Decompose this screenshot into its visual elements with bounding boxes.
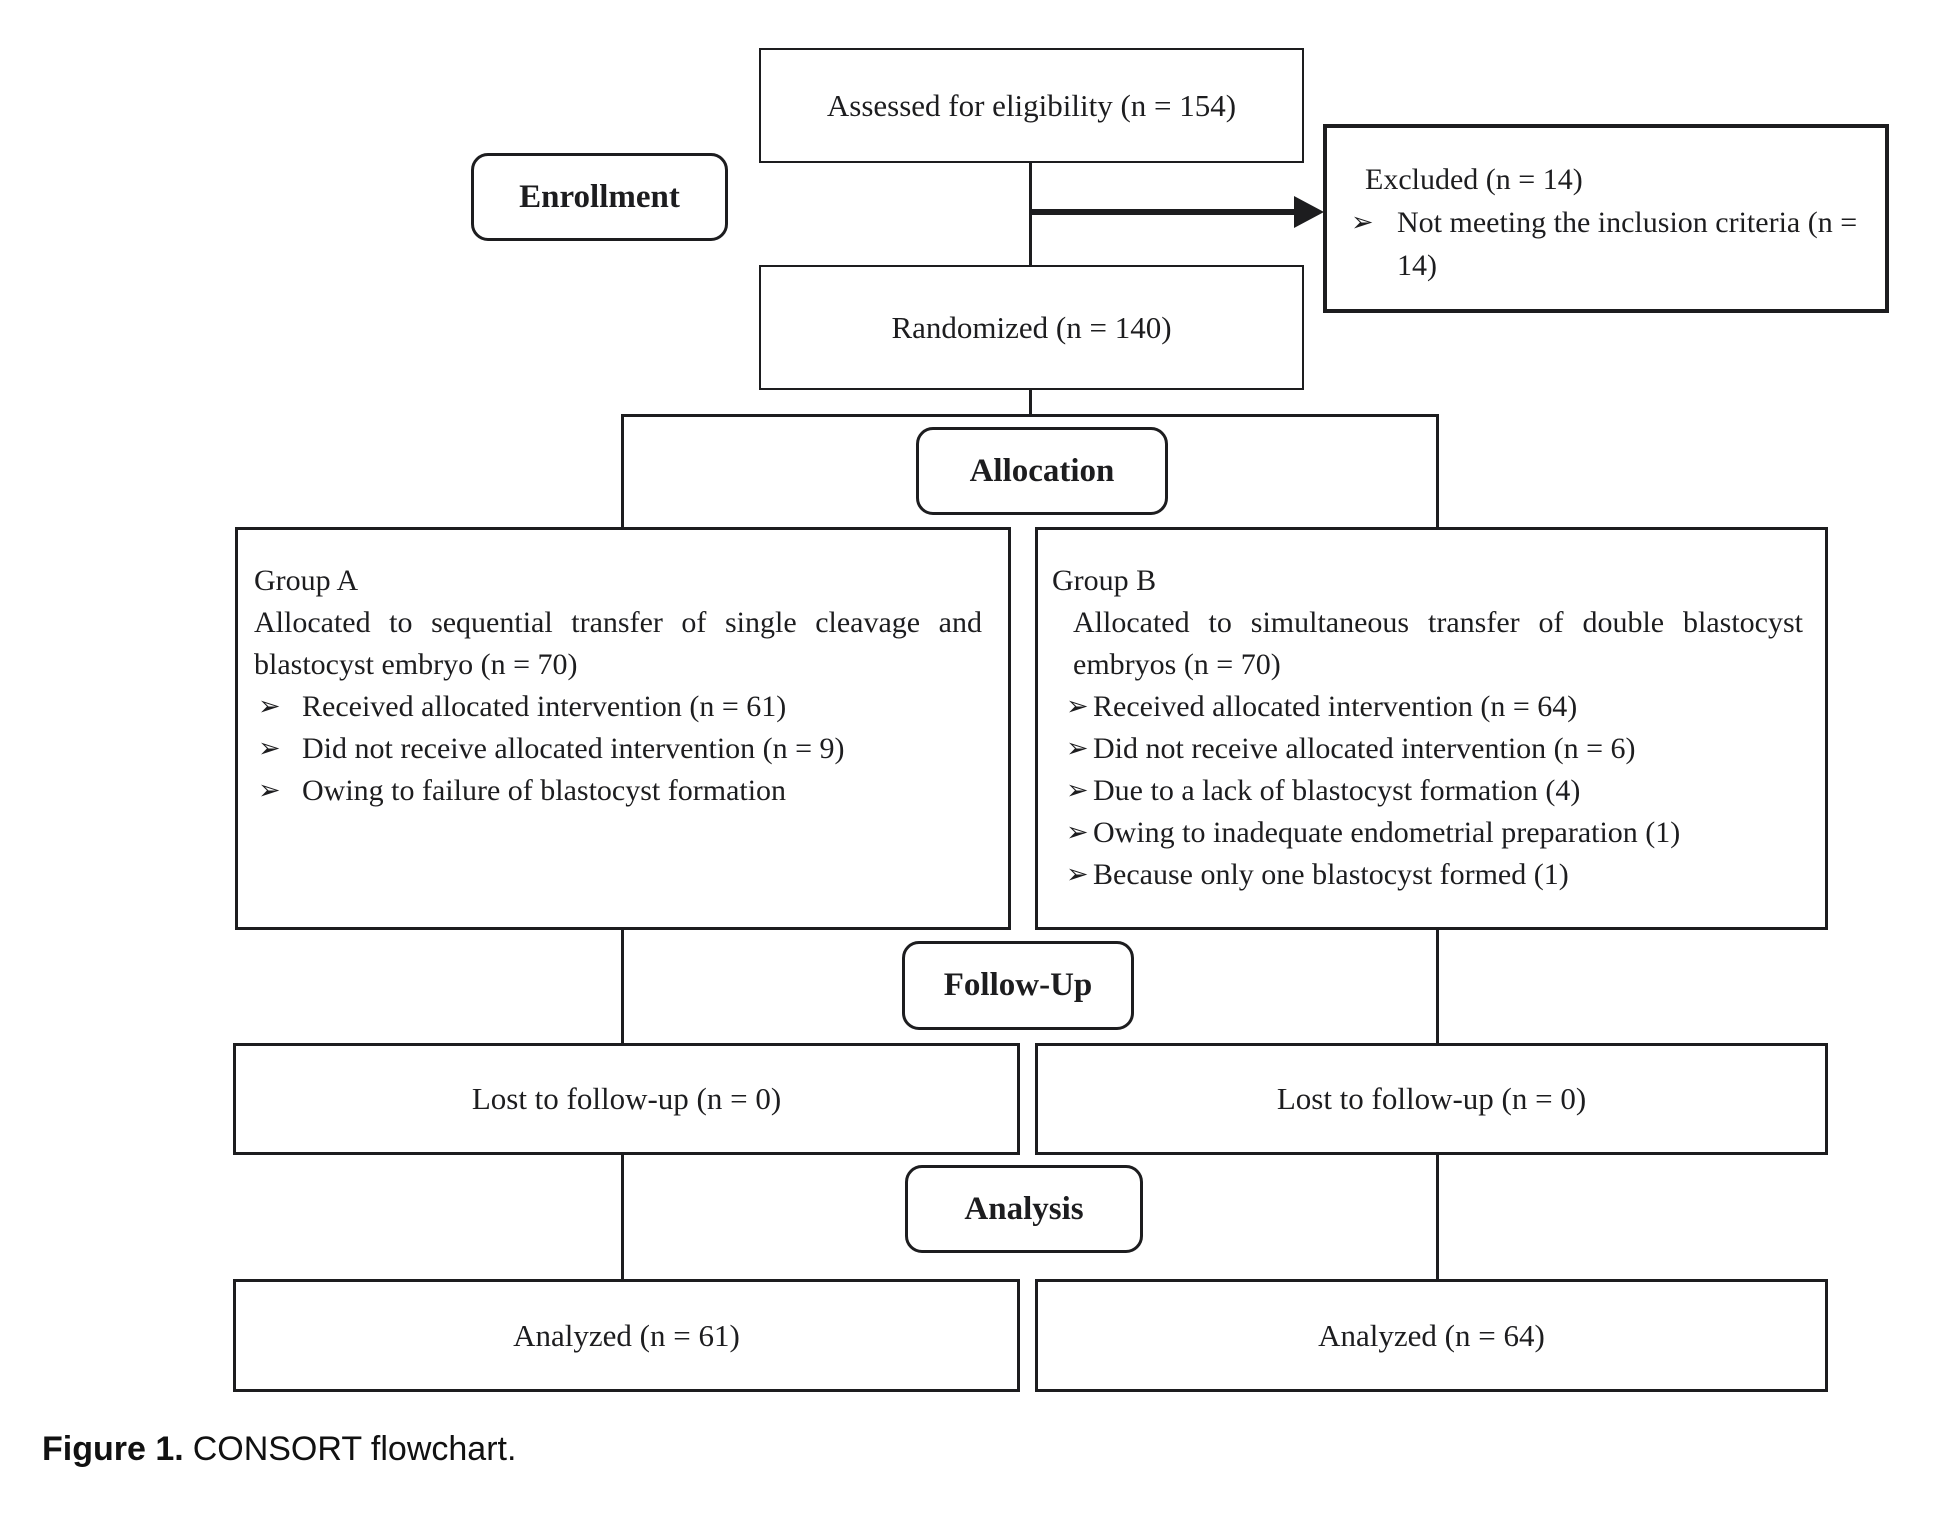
stage-allocation-label: Allocation xyxy=(969,452,1115,489)
connector-branch-group-b xyxy=(1436,414,1439,529)
group-a-bullet-text: Owing to failure of blastocyst formation xyxy=(302,774,787,807)
connector-randomized-branch xyxy=(1029,390,1032,416)
connector-group-b-lost xyxy=(1436,928,1439,1045)
arrow-bullet-icon: ➢ xyxy=(1066,733,1089,764)
figure-caption-label: Figure 1. xyxy=(42,1430,184,1468)
randomized-text: Randomized (n = 140) xyxy=(891,309,1172,345)
group-b-bullet-text: Owing to inadequate endometrial preparat… xyxy=(1093,816,1681,849)
group-b-bullet-item: ➢ Owing to inadequate endometrial prepar… xyxy=(1066,812,1803,854)
group-b-description: Allocated to simultaneous transfer of do… xyxy=(1073,606,1803,681)
lost-followup-a-text: Lost to follow-up (n = 0) xyxy=(471,1081,782,1116)
arrow-bullet-icon: ➢ xyxy=(1066,859,1089,890)
lost-followup-a-box: Lost to follow-up (n = 0) xyxy=(233,1043,1020,1155)
randomized-box: Randomized (n = 140) xyxy=(759,265,1304,390)
stage-enrollment-label: Enrollment xyxy=(519,178,680,215)
group-b-bullet-text: Received allocated intervention (n = 64) xyxy=(1093,690,1578,723)
group-a-bullet-text: Did not receive allocated intervention (… xyxy=(302,732,845,765)
connector-branch-horizontal xyxy=(621,414,1439,417)
group-a-box: Group A Allocated to sequential transfer… xyxy=(235,527,1011,930)
group-b-bullet-text: Did not receive allocated intervention (… xyxy=(1093,732,1636,765)
group-a-bullet-item: ➢ Received allocated intervention (n = 6… xyxy=(254,686,982,728)
arrow-bullet-icon: ➢ xyxy=(1066,775,1089,806)
analyzed-b-text: Analyzed (n = 64) xyxy=(1318,1317,1545,1353)
connector-branch-group-a xyxy=(621,414,624,529)
stage-analysis: Analysis xyxy=(905,1165,1143,1253)
analyzed-a-box: Analyzed (n = 61) xyxy=(233,1279,1020,1392)
group-b-box: Group B Allocated to simultaneous transf… xyxy=(1035,527,1828,930)
group-a-description: Allocated to sequential transfer of sing… xyxy=(254,606,982,681)
lost-followup-b-box: Lost to follow-up (n = 0) xyxy=(1035,1043,1828,1155)
assessed-box: Assessed for eligibility (n = 154) xyxy=(759,48,1304,163)
excluded-title: Excluded (n = 14) xyxy=(1365,163,1583,196)
arrow-bullet-icon: ➢ xyxy=(258,733,281,764)
stage-allocation: Allocation xyxy=(916,427,1168,515)
arrow-bullet-icon: ➢ xyxy=(258,775,281,806)
stage-analysis-label: Analysis xyxy=(964,1190,1084,1227)
stage-followup: Follow-Up xyxy=(902,941,1134,1030)
connector-lost-analyzed-b xyxy=(1436,1153,1439,1281)
group-b-bullet-item: ➢ Due to a lack of blastocyst formation … xyxy=(1066,770,1803,812)
group-b-bullet-item: ➢ Did not receive allocated intervention… xyxy=(1066,728,1803,770)
connector-group-a-lost xyxy=(621,928,624,1045)
lost-followup-b-text: Lost to follow-up (n = 0) xyxy=(1276,1081,1587,1116)
group-b-title: Group B xyxy=(1052,564,1157,597)
figure-caption-text: CONSORT flowchart. xyxy=(192,1430,517,1468)
right-arrow-head-icon xyxy=(1294,196,1324,228)
analyzed-b-box: Analyzed (n = 64) xyxy=(1035,1279,1828,1392)
group-a-bullet-item: ➢ Owing to failure of blastocyst formati… xyxy=(254,770,982,812)
group-b-bullet-item: ➢ Because only one blastocyst formed (1) xyxy=(1066,854,1803,896)
excluded-bullet-item: ➢ Not meeting the inclusion criteria (n … xyxy=(1349,201,1867,287)
excluded-arrow-shaft xyxy=(1030,209,1298,215)
arrow-bullet-icon: ➢ xyxy=(1351,207,1374,238)
group-a-bullet-item: ➢ Did not receive allocated intervention… xyxy=(254,728,982,770)
group-b-bullet-item: ➢ Received allocated intervention (n = 6… xyxy=(1066,686,1803,728)
excluded-box: Excluded (n = 14) ➢ Not meeting the incl… xyxy=(1323,124,1889,313)
group-b-bullet-text: Because only one blastocyst formed (1) xyxy=(1093,858,1569,891)
arrow-bullet-icon: ➢ xyxy=(258,691,281,722)
connector-lost-analyzed-a xyxy=(621,1153,624,1281)
figure-caption: Figure 1.CONSORT flowchart. xyxy=(42,1430,516,1469)
stage-enrollment: Enrollment xyxy=(471,153,728,241)
stage-followup-label: Follow-Up xyxy=(943,967,1093,1003)
group-b-bullet-text: Due to a lack of blastocyst formation (4… xyxy=(1093,774,1581,807)
assessed-text: Assessed for eligibility (n = 154) xyxy=(826,87,1237,123)
arrow-bullet-icon: ➢ xyxy=(1066,817,1089,848)
excluded-bullet-text: Not meeting the inclusion criteria (n = … xyxy=(1397,206,1858,282)
group-a-title: Group A xyxy=(254,564,359,597)
group-a-bullet-text: Received allocated intervention (n = 61) xyxy=(302,690,787,723)
analyzed-a-text: Analyzed (n = 61) xyxy=(513,1317,740,1353)
arrow-bullet-icon: ➢ xyxy=(1066,691,1089,722)
